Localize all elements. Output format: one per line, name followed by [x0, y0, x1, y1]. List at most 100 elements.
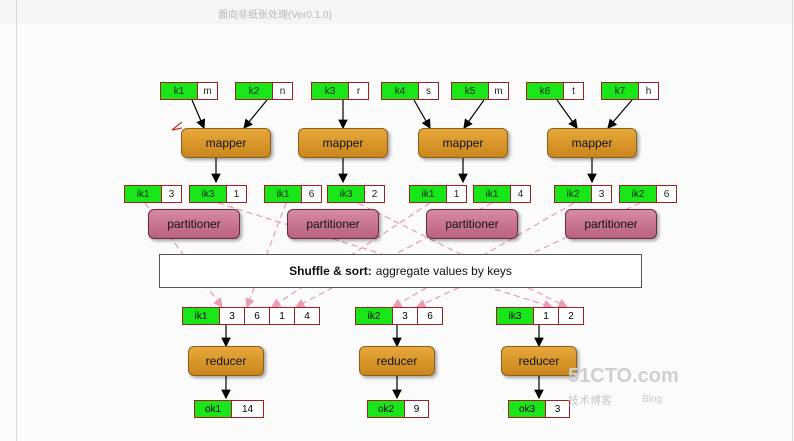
reducer-arrows — [221, 325, 544, 400]
reducer-value: 3 — [393, 308, 418, 324]
input-key: k6 — [527, 83, 564, 99]
partitioner-box-4: partitioner — [565, 209, 657, 239]
mapper-box-4: mapper — [547, 128, 637, 158]
arrow-k4-mapper — [413, 99, 431, 130]
input-key: k7 — [602, 83, 639, 99]
intermediate-pair: ik1 6 — [264, 185, 322, 203]
reducer-input-ik1: ik1 3 6 1 4 — [182, 307, 320, 325]
mapper-box-2: mapper — [298, 128, 388, 158]
input-pair-k7: k7 h — [601, 82, 659, 100]
input-key: k3 — [312, 83, 349, 99]
input-pair-k3: k3 r — [311, 82, 369, 100]
intermediate-value: 4 — [517, 188, 524, 200]
reducer-value: 4 — [304, 310, 310, 322]
reducer-input-ik3: ik3 1 2 — [496, 307, 584, 325]
reducer-value: 3 — [220, 308, 245, 324]
shuffle-sort-box: Shuffle & sort: aggregate values by keys — [159, 254, 642, 288]
mapper-box-3: mapper — [418, 128, 508, 158]
intermediate-value: 3 — [168, 188, 175, 200]
reducer-value: 6 — [245, 308, 270, 324]
intermediate-pair: ik3 1 — [189, 185, 247, 203]
output-value: 14 — [241, 403, 254, 415]
mapper-input-arrows — [191, 99, 633, 130]
input-key: k1 — [161, 83, 198, 99]
reducer-input-ik2: ik2 3 6 — [355, 307, 443, 325]
mapper-box-1: mapper — [181, 128, 271, 158]
intermediate-pair: ik2 3 — [554, 185, 612, 203]
intermediate-key: ik1 — [265, 186, 302, 202]
input-pair-k2: k2 n — [235, 82, 293, 100]
reducer-box-2: reducer — [359, 346, 435, 376]
intermediate-key: ik2 — [620, 186, 657, 202]
dash-ik3-2 — [357, 202, 569, 308]
reducer-box-3: reducer — [501, 346, 577, 376]
watermark-subtitle: 技术博客 — [568, 395, 612, 407]
intermediate-value: 2 — [371, 188, 378, 200]
output-key: ok2 — [368, 401, 405, 417]
input-value: t — [572, 85, 575, 97]
output-value: 9 — [413, 403, 420, 415]
intermediate-key: ik2 — [555, 186, 592, 202]
reducer-value: 1 — [270, 308, 295, 324]
reducer-key: ik2 — [356, 308, 393, 324]
reducer-key: ik1 — [183, 308, 220, 324]
frame-left-border — [16, 0, 17, 441]
input-value: n — [279, 85, 286, 97]
partitioner-box-2: partitioner — [287, 209, 379, 239]
watermark-blog: Blog — [642, 394, 663, 405]
intermediate-key: ik1 — [474, 186, 511, 202]
partitioner-box-1: partitioner — [148, 209, 240, 239]
reducer-key: ik3 — [497, 308, 534, 324]
intermediate-value: 3 — [598, 188, 605, 200]
arrow-k2-mapper — [243, 99, 268, 129]
input-key: k4 — [382, 83, 419, 99]
intermediate-pair: ik1 4 — [473, 185, 531, 203]
intermediate-value: 1 — [453, 188, 460, 200]
arrow-k6-mapper — [556, 99, 578, 129]
intermediate-key: ik1 — [410, 186, 447, 202]
intermediate-pair: ik3 2 — [327, 185, 385, 203]
intermediate-value: 6 — [308, 188, 315, 200]
input-pair-k5: k5 m — [451, 82, 509, 100]
watermark-logo: 51CTO.com — [568, 365, 679, 387]
output-pair-ok1: ok1 14 — [194, 400, 264, 418]
input-key: k2 — [236, 83, 273, 99]
input-value: r — [356, 85, 361, 97]
shuffle-description: aggregate values by keys — [375, 264, 512, 278]
output-pair-ok3: ok3 3 — [508, 400, 570, 418]
input-value: m — [203, 85, 212, 97]
partitioner-box-3: partitioner — [426, 209, 518, 239]
caption-text: 面向非纸张处理(Ver0.1.0) — [218, 10, 332, 21]
intermediate-key: ik1 — [125, 186, 162, 202]
mapper-output-arrows — [211, 158, 597, 184]
input-pair-k1: k1 m — [160, 82, 218, 100]
reducer-value: 6 — [427, 310, 433, 322]
input-value: m — [494, 85, 503, 97]
arrow-k1-mapper — [191, 99, 206, 130]
intermediate-value: 6 — [663, 188, 670, 200]
output-key: ok3 — [509, 401, 546, 417]
intermediate-value: 1 — [233, 188, 240, 200]
cursor-icon — [171, 121, 183, 131]
intermediate-key: ik3 — [328, 186, 365, 202]
reducer-value: 2 — [568, 310, 574, 322]
intermediate-pair: ik1 1 — [409, 185, 467, 203]
intermediate-key: ik3 — [190, 186, 227, 202]
frame-right-border — [792, 0, 793, 441]
output-value: 3 — [554, 403, 561, 415]
arrow-k7-mapper — [607, 99, 633, 129]
reducer-box-1: reducer — [188, 346, 264, 376]
input-pair-k4: k4 s — [381, 82, 439, 100]
intermediate-pair: ik2 6 — [619, 185, 677, 203]
input-value: s — [426, 85, 431, 97]
shuffle-title: Shuffle & sort: — [289, 264, 372, 278]
intermediate-pair: ik1 3 — [124, 185, 182, 203]
reducer-value: 1 — [534, 308, 559, 324]
top-bar: 面向非纸张处理(Ver0.1.0) — [0, 0, 794, 24]
input-key: k5 — [452, 83, 489, 99]
output-pair-ok2: ok2 9 — [367, 400, 429, 418]
input-value: h — [645, 85, 652, 97]
input-pair-k6: k6 t — [526, 82, 584, 100]
output-key: ok1 — [195, 401, 232, 417]
